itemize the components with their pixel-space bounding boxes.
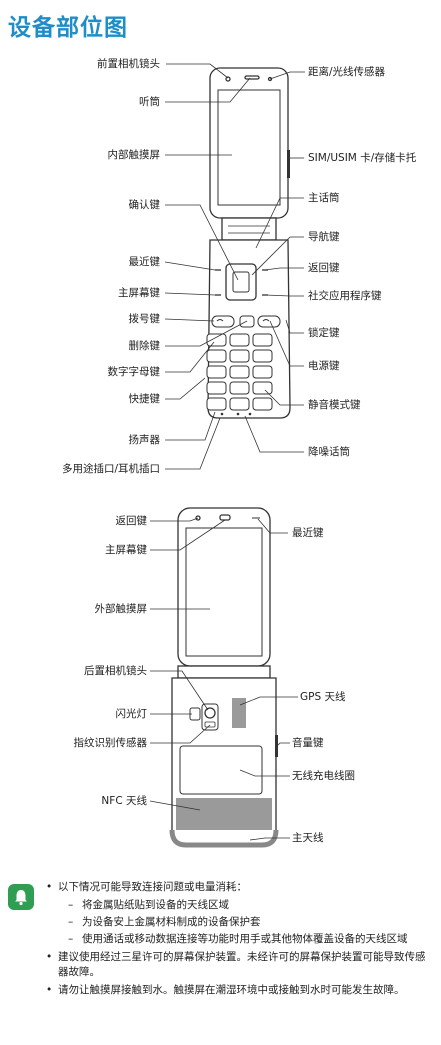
keypad-key [252,349,273,363]
keypad-key [229,381,250,395]
label-main-mic: 主话筒 [308,192,340,204]
keypad-key [252,381,273,395]
label-proximity-sensor: 距离/光线传感器 [308,66,386,78]
label-outer-home-key: 主屏幕键 [105,544,147,556]
top-leader-lines [164,63,305,470]
keypad-key [252,333,273,347]
label-main-antenna: 主天线 [292,832,324,844]
label-wireless-coil: 无线充电线圈 [292,770,355,782]
label-shortcut-key: 快捷键 [128,393,161,405]
label-nav-key: 导航键 [308,231,340,243]
open-phone-bottom-holes [220,412,252,416]
label-jack: 多用途插口/耳机插口 [61,463,160,475]
label-inner-touchscreen: 内部触摸屏 [107,149,161,161]
label-flash: 闪光灯 [115,708,148,720]
label-sim-tray: SIM/USIM 卡/存储卡托 [308,152,417,164]
note-subitem: 使用通话或移动数据连接等功能时用手或其他物体覆盖设备的天线区域 [58,932,434,947]
note-item: 建议使用经过三星许可的屏幕保护装置。未经许可的屏幕保护装置可能导致传感器故障。 [44,950,434,980]
keypad-key [252,365,273,379]
note-item: 以下情况可能导致连接问题或电量消耗： 将金属贴纸贴到设备的天线区域 为设备安上金… [44,880,434,947]
page-title: 设备部位图 [8,15,128,41]
keypad-key [229,333,250,347]
label-outer-touchscreen: 外部触摸屏 [94,603,148,615]
keypad-key [206,349,227,363]
antenna-regions [169,698,279,848]
label-lock-key: 锁定键 [308,327,340,339]
label-alnum-keys: 数字字母键 [107,366,161,378]
keypad-key [229,365,250,379]
keypad-grid [206,333,273,411]
keypad-key [206,381,227,395]
device-diagram [149,63,305,848]
note-subitem: 为设备安上金属材料制成的设备保护套 [58,915,434,930]
keypad-key [206,397,227,411]
label-delete-key: 删除键 [128,340,161,352]
label-speaker: 扬声器 [128,434,161,446]
keypad-key [252,397,273,411]
closed-phone-drawing [171,507,278,846]
label-social-key: 社交应用程序键 [308,290,382,302]
notes-section: 以下情况可能导致连接问题或电量消耗： 将金属贴纸贴到设备的天线区域 为设备安上金… [44,880,434,1001]
label-volume-key: 音量键 [292,737,324,749]
label-outer-recent-key: 最近键 [292,527,324,539]
label-receiver: 听筒 [139,96,160,108]
label-gps-antenna: GPS 天线 [300,691,346,703]
label-recent-key: 最近键 [128,256,161,268]
label-nfc-antenna: NFC 天线 [101,795,147,807]
keypad-key [229,349,250,363]
label-front-camera: 前置相机镜头 [97,58,160,70]
label-rear-camera: 后置相机镜头 [84,665,147,677]
note-text: 以下情况可能导致连接问题或电量消耗： [58,881,247,893]
label-dial-key: 拨号键 [128,313,161,325]
label-silent-key: 静音模式键 [308,399,361,411]
label-outer-back-key: 返回键 [115,515,148,527]
bell-icon [8,884,34,910]
label-fingerprint: 指纹识别传感器 [73,737,148,749]
note-subitem: 将金属贴纸贴到设备的天线区域 [58,898,434,913]
label-ok-key: 确认键 [128,199,161,211]
label-noise-mic: 降噪话筒 [308,446,350,458]
note-item: 请勿让触摸屏接触到水。触摸屏在潮湿环境中或接触到水时可能发生故障。 [44,983,434,998]
label-power-key: 电源键 [308,360,340,372]
keypad-key [206,365,227,379]
label-back-key: 返回键 [308,262,340,274]
label-home-key: 主屏幕键 [118,287,160,299]
keypad-key [229,397,250,411]
bottom-leader-lines [149,517,298,841]
keypad-key [206,333,227,347]
